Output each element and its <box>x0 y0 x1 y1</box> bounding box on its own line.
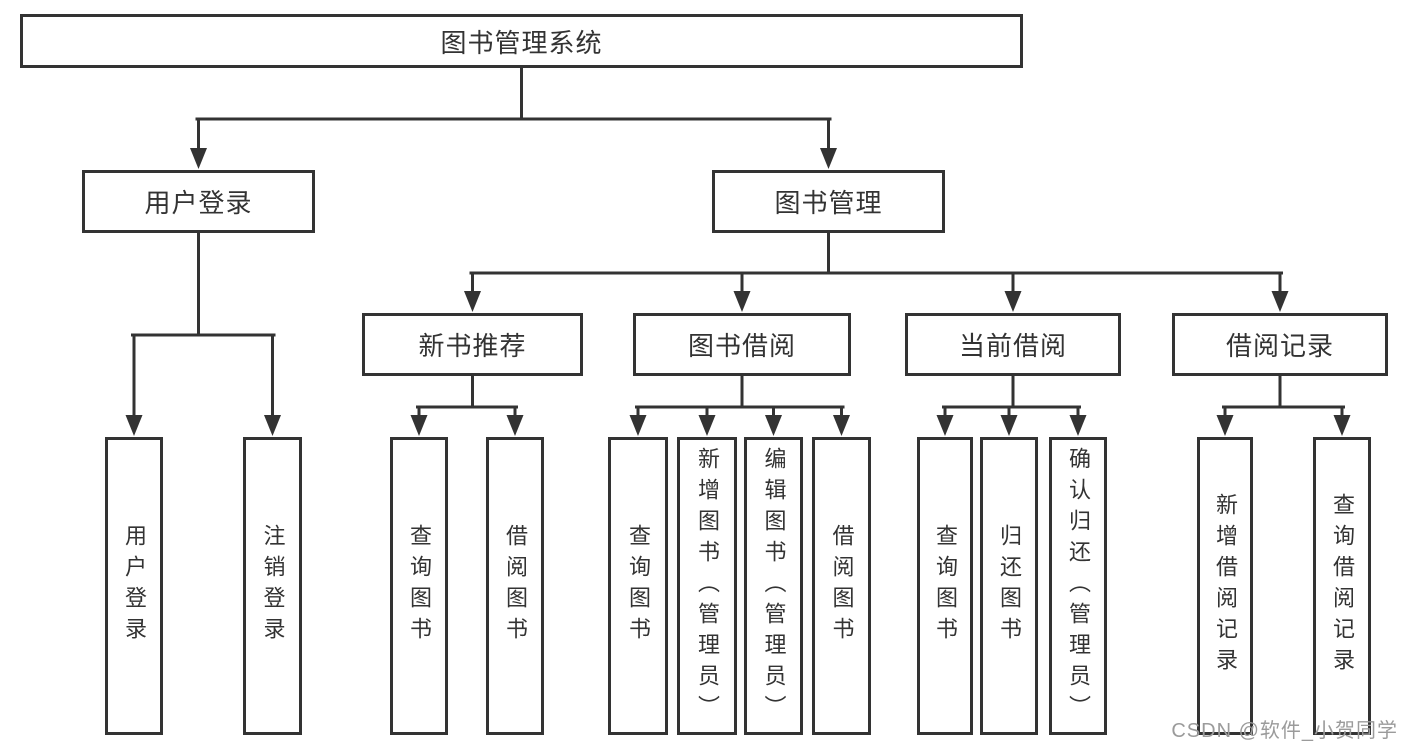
node-leaf-add-borrow-rec: 新增借阅记录 <box>1197 437 1253 735</box>
node-leaf-return-books: 归还图书 <box>980 437 1038 735</box>
arrowhead-icon <box>1069 415 1087 436</box>
arrowhead-icon <box>506 415 524 436</box>
node-leaf-add-books-admin: 新增图书（管理员） <box>677 437 737 735</box>
arrowhead-icon <box>629 415 647 436</box>
node-leaf-query-borrow-rec: 查询借阅记录 <box>1313 437 1371 735</box>
node-current-borrow: 当前借阅 <box>905 313 1121 376</box>
arrowhead-icon <box>464 291 481 312</box>
node-label-leaf-add-borrow-rec: 新增借阅记录 <box>1213 493 1238 679</box>
watermark: CSDN @软件_小贺同学 <box>1171 720 1398 742</box>
node-label-root: 图书管理系统 <box>440 27 603 58</box>
node-label-new-book-rec: 新书推荐 <box>418 331 527 361</box>
arrowhead-icon <box>1333 415 1351 436</box>
node-label-leaf-borrow-books-new: 借阅图书 <box>503 524 528 648</box>
node-label-leaf-return-books: 归还图书 <box>997 524 1022 648</box>
arrowhead-icon <box>1216 415 1234 436</box>
node-leaf-query-books-cur: 查询图书 <box>917 437 973 735</box>
arrowhead-icon <box>820 148 837 169</box>
arrowhead-icon <box>936 415 954 436</box>
node-label-leaf-logout: 注销登录 <box>260 524 286 648</box>
node-new-book-rec: 新书推荐 <box>362 313 583 376</box>
node-leaf-borrow-books-2: 借阅图书 <box>812 437 871 735</box>
node-label-user-login: 用户登录 <box>144 188 253 218</box>
node-leaf-borrow-books-new: 借阅图书 <box>486 437 544 735</box>
node-label-leaf-query-books-cur: 查询图书 <box>933 524 958 648</box>
arrowhead-icon <box>1004 291 1022 312</box>
node-borrow-records: 借阅记录 <box>1172 313 1388 376</box>
arrowhead-icon <box>765 415 782 436</box>
arrowhead-icon <box>264 415 281 436</box>
node-leaf-query-books-new: 查询图书 <box>390 437 448 735</box>
node-label-leaf-query-books-borrow: 查询图书 <box>626 524 651 648</box>
arrowhead-icon <box>410 415 428 436</box>
node-book-mgmt: 图书管理 <box>712 170 945 233</box>
node-label-current-borrow: 当前借阅 <box>958 331 1067 361</box>
node-leaf-edit-books-admin: 编辑图书（管理员） <box>744 437 803 735</box>
node-user-login: 用户登录 <box>82 170 315 233</box>
arrowhead-icon <box>1271 291 1289 312</box>
node-label-borrow-records: 借阅记录 <box>1225 331 1334 361</box>
node-label-leaf-query-books-new: 查询图书 <box>407 524 432 648</box>
node-label-book-borrow: 图书借阅 <box>687 331 796 361</box>
arrowhead-icon <box>190 148 207 169</box>
node-label-leaf-edit-books-admin: 编辑图书（管理员） <box>761 446 787 726</box>
node-label-leaf-user-login: 用户登录 <box>122 524 147 648</box>
arrowhead-icon <box>125 415 143 436</box>
node-leaf-confirm-return: 确认归还（管理员） <box>1049 437 1107 735</box>
node-label-leaf-query-borrow-rec: 查询借阅记录 <box>1330 493 1355 679</box>
node-book-borrow: 图书借阅 <box>633 313 851 376</box>
arrowhead-icon <box>1000 415 1018 436</box>
node-leaf-logout: 注销登录 <box>243 437 302 735</box>
arrowhead-icon <box>698 415 716 436</box>
node-label-book-mgmt: 图书管理 <box>774 188 883 218</box>
node-label-leaf-add-books-admin: 新增图书（管理员） <box>695 446 720 726</box>
node-leaf-query-books-borrow: 查询图书 <box>608 437 668 735</box>
node-leaf-user-login: 用户登录 <box>105 437 163 735</box>
node-root: 图书管理系统 <box>20 14 1023 68</box>
arrowhead-icon <box>733 291 751 312</box>
arrowhead-icon <box>833 415 850 436</box>
node-label-leaf-borrow-books-2: 借阅图书 <box>829 524 855 648</box>
node-label-leaf-confirm-return: 确认归还（管理员） <box>1066 446 1091 726</box>
